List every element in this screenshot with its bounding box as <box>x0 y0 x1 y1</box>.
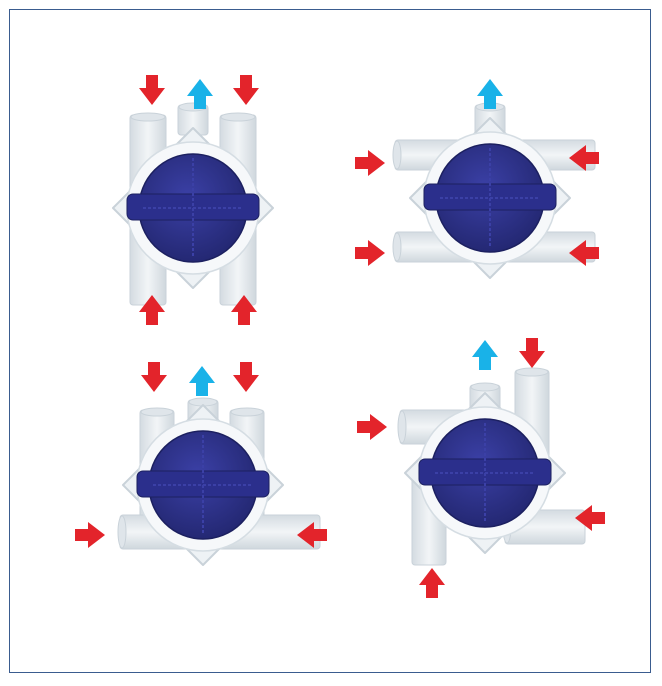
inflow-arrow-top-right <box>233 362 259 392</box>
diagram-frame <box>9 9 651 673</box>
ventilation-manifold-icon <box>392 102 596 279</box>
outflow-arrow-top <box>189 366 215 396</box>
inflow-arrow-bottom-left <box>419 568 445 598</box>
inflow-arrow-left-lower <box>355 240 385 266</box>
inflow-arrow-right-lower <box>569 240 599 266</box>
configuration-c <box>75 362 327 566</box>
ventilation-manifold-icon <box>397 367 586 566</box>
inflow-arrow-right-lower <box>575 505 605 531</box>
inflow-arrow-top-right <box>233 75 259 105</box>
configuration-b <box>355 79 599 279</box>
outflow-arrow-top <box>187 79 213 109</box>
inflow-arrow-left-upper <box>357 414 387 440</box>
inflow-arrow-top-left <box>139 75 165 105</box>
inflow-arrow-top-right <box>519 338 545 368</box>
configuration-a <box>112 75 274 325</box>
inflow-arrow-right-upper <box>569 145 599 171</box>
inflow-arrow-left-lower <box>75 522 105 548</box>
inflow-arrow-bottom-right <box>231 295 257 325</box>
inflow-arrow-bottom-left <box>139 295 165 325</box>
ventilation-manifold-icon <box>112 102 274 306</box>
outflow-arrow-top <box>477 79 503 109</box>
outflow-arrow-top <box>472 340 498 370</box>
inflow-arrow-right-lower <box>297 522 327 548</box>
inflow-arrow-left-upper <box>355 150 385 176</box>
configuration-d <box>357 338 605 598</box>
inflow-arrow-top-left <box>141 362 167 392</box>
ventilation-manifold-icon <box>117 397 321 566</box>
